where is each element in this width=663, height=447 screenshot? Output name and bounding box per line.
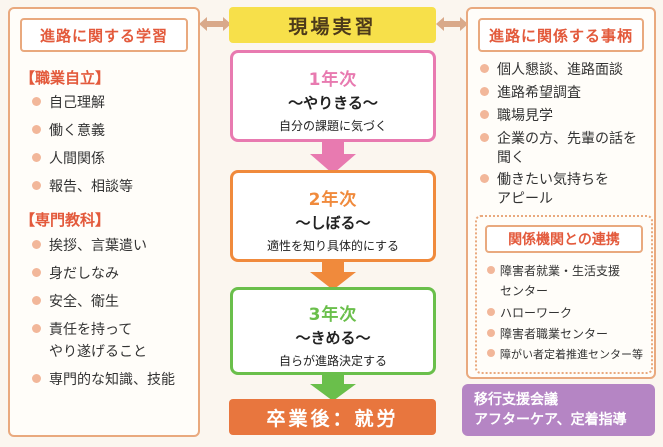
bullet-icon [32,240,41,249]
bullet-icon [32,97,41,106]
list-item: 安全、衛生 [32,291,119,313]
transition-support-box: 移行支援会議 アフターケア、定着指導 [462,384,655,436]
bullet-icon [487,308,495,316]
list-item: ハローワーク [487,303,572,323]
list-item: 企業の方、先輩の話を聞く [480,130,637,168]
stage-year-label: 3年次 [308,305,358,325]
stage-description: 自分の課題に気づく [278,119,387,133]
left-connector-arrow [199,17,231,31]
list-item: 働きたい気持ちをアピール [480,171,609,209]
list-item: 専門的な知識、技能 [32,369,175,391]
bullet-icon [487,349,495,357]
bullet-icon [32,296,41,305]
list-item: 進路希望調査 [480,84,581,103]
bullet-icon [480,133,489,142]
list-item: 障害者職業センター [487,324,608,344]
section-heading-specialized: 【専門教科】 [20,211,111,229]
list-item: 責任を持ってやり遂げること [32,319,147,363]
stage-description: 適性を知り具体的にする [266,239,400,253]
left-panel-title: 進路に関する学習 [20,18,188,52]
list-item: 障がい者定着推進センター等 [487,345,643,365]
list-item: 挨拶、言葉遣い [32,235,147,257]
stage-motto: 〜しぼる〜 [295,214,371,232]
bullet-icon [32,153,41,162]
bullet-icon [487,266,495,274]
list-item: センター [500,284,549,298]
support-line-1: 移行支援会議 [474,392,558,408]
bullet-icon [480,110,489,119]
right-connector-arrow [436,17,468,31]
section-heading-vocational: 【職業自立】 [20,69,111,87]
bullet-icon [32,181,41,190]
support-line-2: アフターケア、定着指導 [474,412,627,428]
bullet-icon [480,87,489,96]
stage-year-3: 3年次 〜きめる〜 自らが進路決定する [230,287,436,375]
stage-year-1: 1年次 〜やりきる〜 自分の課題に気づく [230,50,436,142]
list-item: 働く意義 [32,120,105,142]
stage-year-2: 2年次 〜しぼる〜 適性を知り具体的にする [230,170,436,262]
field-training-box: 現場実習 [229,7,436,43]
bullet-icon [32,125,41,134]
partner-agencies-title: 関係機関との連携 [485,225,643,253]
stage-motto: 〜やりきる〜 [288,94,378,112]
bullet-icon [32,324,41,333]
list-item: 個人懇談、進路面談 [480,61,623,80]
list-item: 報告、相談等 [32,176,133,198]
stage-year-label: 2年次 [308,190,358,210]
stage-year-label: 1年次 [308,70,358,90]
list-item: 人間関係 [32,148,105,170]
after-graduation-box: 卒業後：就労 [229,399,436,435]
list-item: 職場見学 [480,107,553,126]
stage-motto: 〜きめる〜 [295,329,371,347]
bullet-icon [480,174,489,183]
bullet-icon [32,268,41,277]
list-item: 自己理解 [32,92,105,114]
bullet-icon [32,374,41,383]
arrow-down-icon [310,260,356,290]
arrow-down-icon [310,140,356,174]
arrow-down-icon [310,373,356,401]
partner-agencies-panel: 関係機関との連携 障害者就業・生活支援 センター ハローワーク 障害者職業センタ… [475,215,653,374]
left-panel: 進路に関する学習 【職業自立】 自己理解 働く意義 人間関係 報告、相談等 【専… [8,7,200,437]
list-item: 身だしなみ [32,263,119,285]
list-item: 障害者就業・生活支援 [487,261,620,281]
bullet-icon [487,329,495,337]
bullet-icon [480,64,489,73]
stage-description: 自らが進路決定する [278,354,387,368]
right-panel-title: 進路に関係する事柄 [478,18,644,52]
